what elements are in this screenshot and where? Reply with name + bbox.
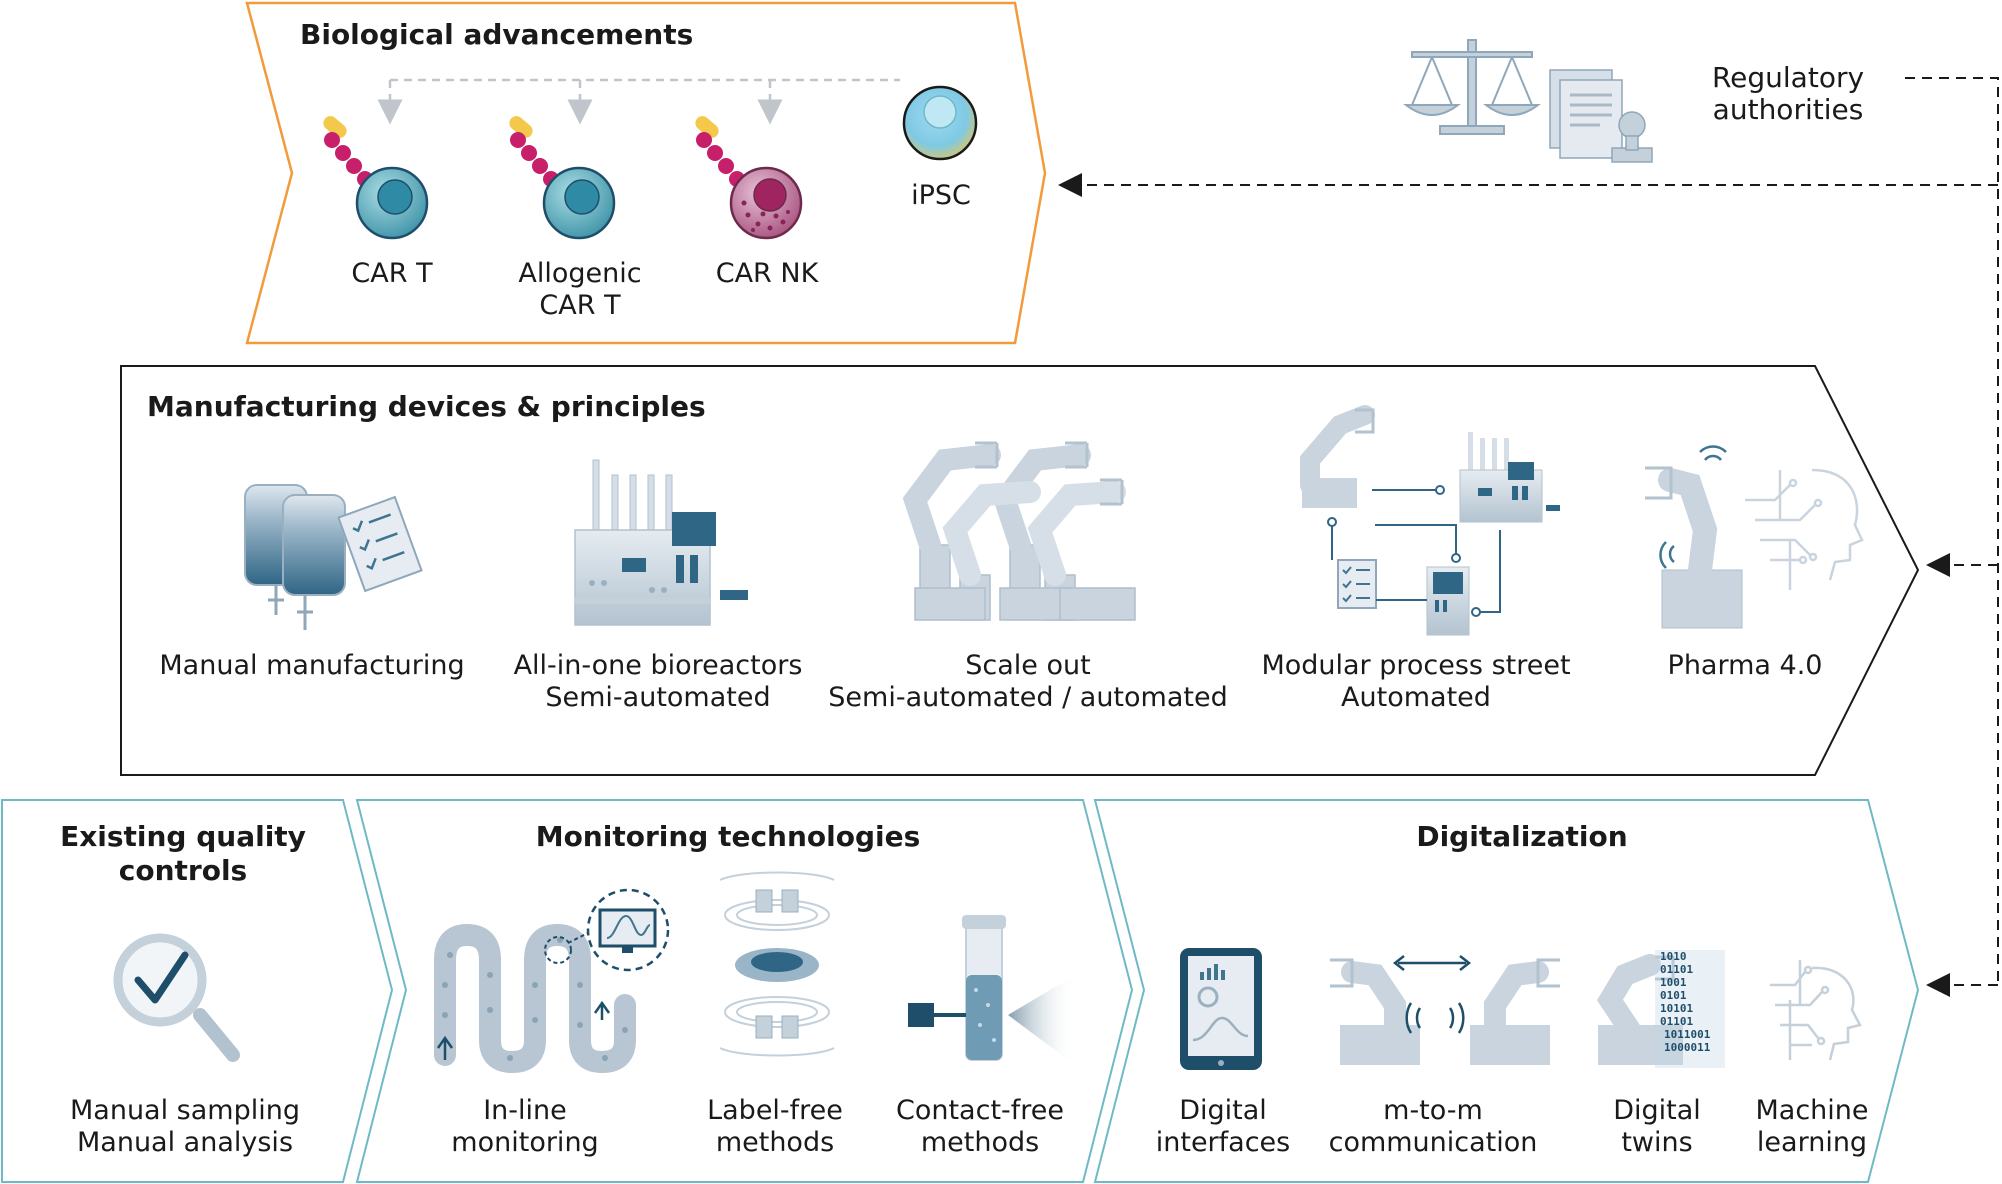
- car-t-nucleus: [377, 179, 413, 215]
- monitoring-title: Monitoring technologies: [535, 820, 921, 853]
- code-digit-line: 1010: [1660, 950, 1687, 963]
- pharma-4-robot-icon: [1645, 445, 1864, 629]
- code-digit-line: 10101: [1660, 1002, 1693, 1015]
- inline-monitoring-tube-icon: [434, 888, 670, 1074]
- machine-learning-head-icon: [1770, 960, 1862, 1061]
- monitoring-frame: [355, 799, 1134, 1183]
- biological-title: Biological advancements: [300, 18, 694, 51]
- tablet-icon: [1180, 948, 1262, 1070]
- code-digit-line: 01101: [1660, 1015, 1693, 1028]
- car-nk-label: CAR NK: [715, 258, 819, 289]
- digital-interfaces-label: Digital interfaces: [1155, 1095, 1291, 1158]
- blood-bags-icon: [244, 484, 423, 630]
- car-nk-granules: [741, 200, 790, 232]
- digitalization-title: Digitalization: [1416, 820, 1628, 853]
- contact-free-methods-label: Contact-free methods: [895, 1095, 1065, 1158]
- code-digit-line: 01101: [1660, 963, 1693, 976]
- digital-twins-label: Digital twins: [1613, 1095, 1701, 1158]
- car-nk-receptor-icon: [695, 116, 745, 187]
- code-digit-line: 0101: [1660, 989, 1687, 1002]
- quality-title: Existing quality controls: [60, 820, 306, 887]
- modular-process-street-label: Modular process street Automated: [1261, 650, 1571, 713]
- m-to-m-communication-label: m-to-m communication: [1328, 1095, 1538, 1158]
- digital-twin-robot-icon: [1596, 950, 1725, 1068]
- ipsc-nucleus: [923, 95, 957, 129]
- manufacturing-title: Manufacturing devices & principles: [147, 390, 706, 423]
- pharma-4-label: Pharma 4.0: [1667, 650, 1823, 681]
- m-to-m-robots-icon: [1330, 955, 1560, 1065]
- label-free-field-icon: [719, 871, 835, 1057]
- scale-out-robots-icon: [902, 441, 1136, 621]
- code-digit-line: 1001: [1660, 976, 1687, 989]
- regulatory-feedback-lines: [1058, 77, 1999, 997]
- inline-monitoring-label: In-line monitoring: [451, 1095, 599, 1158]
- machine-learning-label: Machine learning: [1755, 1095, 1869, 1158]
- biological-branch-lines: [377, 78, 900, 125]
- code-digit-line: 1011001: [1664, 1028, 1711, 1041]
- regulatory-label: Regulatory authorities: [1711, 61, 1865, 126]
- label-free-methods-label: Label-free methods: [707, 1095, 843, 1158]
- all-in-one-bioreactors-label: All-in-one bioreactors Semi-automated: [513, 650, 803, 713]
- ipsc-label: iPSC: [911, 180, 971, 211]
- contact-free-vial-icon: [908, 915, 1075, 1065]
- allogenic-car-receptor-icon: [509, 116, 559, 187]
- magnifier-check-icon: [113, 933, 240, 1062]
- bioreactor-icon: [574, 459, 748, 626]
- allogenic-car-t-label: Allogenic CAR T: [518, 258, 642, 321]
- documents-stamp-icon: [1549, 69, 1653, 163]
- code-digit-line: 1000011: [1664, 1041, 1711, 1054]
- allogenic-car-t-nucleus: [564, 179, 600, 215]
- manual-manufacturing-label: Manual manufacturing: [159, 650, 465, 681]
- biological-frame: [245, 1, 1047, 345]
- car-nk-nucleus: [753, 178, 787, 212]
- modular-process-street-icon: [1300, 405, 1560, 636]
- car-t-label: CAR T: [351, 258, 433, 289]
- quality-label: Manual sampling Manual analysis: [69, 1095, 301, 1158]
- scale-out-label: Scale out Semi-automated / automated: [828, 650, 1228, 713]
- scales-of-justice-icon: [1403, 39, 1541, 135]
